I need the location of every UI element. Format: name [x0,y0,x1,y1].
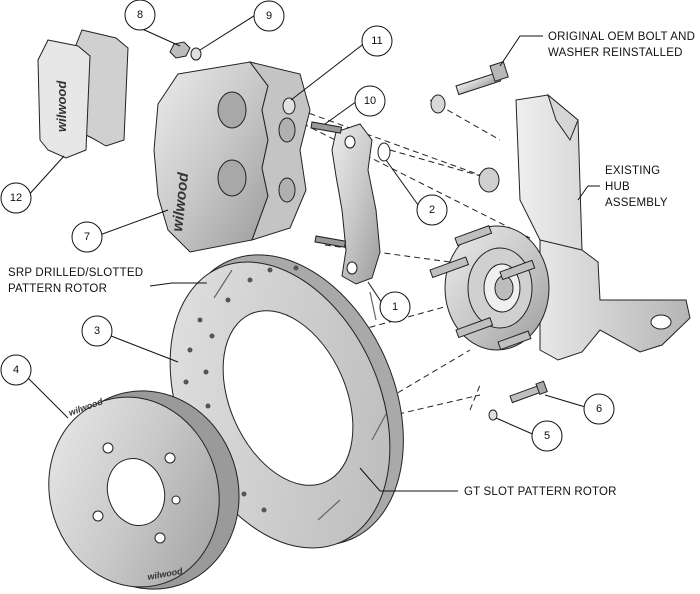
callout-12: 12 [0,182,32,214]
bracket-spacer [377,142,391,162]
callout-number: 10 [364,95,376,107]
label-hub-line2: HUB [605,181,630,193]
oem-washer-rear [478,167,500,193]
callout-7: 7 [71,221,103,253]
label-hub-line1: EXISTING [605,165,660,177]
oem-washer-front [430,94,446,114]
shim-washer [282,97,296,115]
label-hub-line3: ASSEMBLY [605,197,668,209]
callout-11: 11 [361,25,393,57]
callout-number: 5 [544,430,550,442]
hat-washer [488,409,498,421]
crush-washer [190,47,202,61]
callout-5: 5 [531,420,563,452]
wheel-studs [429,225,536,351]
callout-1: 1 [379,291,411,323]
label-oem-bolt-line1: ORIGINAL OEM BOLT AND [548,31,695,43]
caliper-logo: wilwood [169,171,192,232]
spindle-knuckle [515,93,691,361]
bleed-screw [169,41,191,59]
callout-number: 1 [392,301,398,313]
oem-bolt [455,61,509,96]
wheel-stud [429,256,470,279]
callout-2: 2 [416,194,448,226]
wheel-stud [497,330,532,351]
label-oem-bolt: ORIGINAL OEM BOLT AND WASHER REINSTALLED [548,31,695,59]
label-existing-hub: EXISTING HUB ASSEMBLY [605,165,668,209]
rotor-hat: wilwood wilwood [48,390,240,590]
callout-number: 3 [94,325,100,337]
callout-number: 4 [13,364,19,376]
callout-9: 9 [253,0,285,32]
callout-number: 12 [10,192,22,204]
brake-pads: wilwood [37,29,129,159]
label-srp-line1: SRP DRILLED/SLOTTED [8,267,143,279]
callout-8: 8 [124,0,156,31]
mounting-bolt-lower [314,235,347,248]
pad-logo: wilwood [54,80,69,132]
callout-number: 2 [429,204,435,216]
hub [444,225,550,351]
mounting-bracket [331,123,381,285]
callout-10: 10 [354,85,386,117]
callout-number: 11 [371,35,382,47]
callout-4: 4 [0,354,32,386]
callout-number: 6 [596,403,602,415]
wheel-stud [454,225,493,247]
callout-3: 3 [81,315,113,347]
label-gt-slot-rotor: GT SLOT PATTERN ROTOR [464,486,617,498]
label-srp-rotor: SRP DRILLED/SLOTTED PATTERN ROTOR [8,267,143,295]
hat-bolt [509,380,548,404]
caliper: wilwood [153,61,311,253]
wheel-stud [455,317,494,339]
callout-number: 7 [84,231,90,243]
callout-6: 6 [583,393,615,425]
callout-number: 8 [137,9,143,21]
wheel-stud [499,259,536,281]
callout-number: 9 [266,10,272,22]
label-oem-bolt-line2: WASHER REINSTALLED [548,47,683,59]
mounting-bolt-upper [310,121,343,134]
label-srp-line2: PATTERN ROTOR [8,283,107,295]
